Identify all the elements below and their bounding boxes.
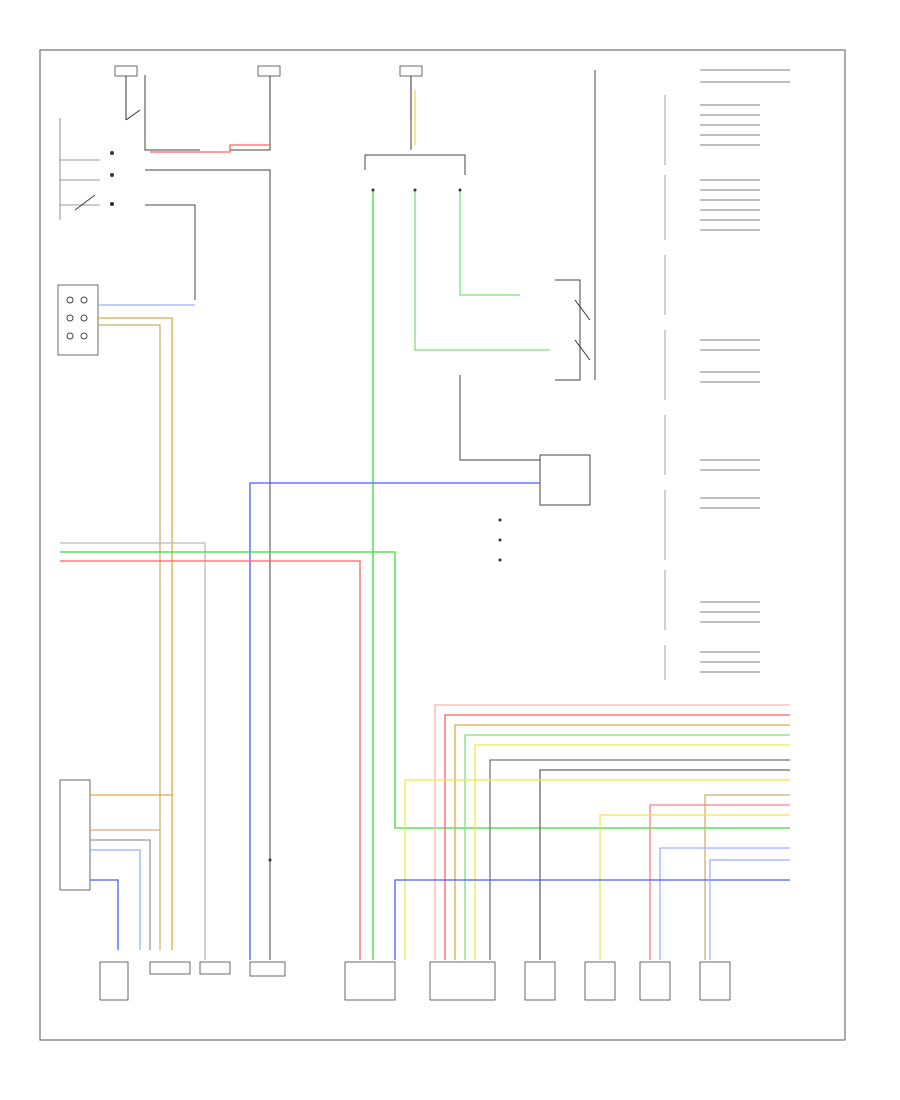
wire-bus-red — [444, 714, 790, 960]
wire-bus-yellow2 — [404, 779, 790, 960]
right-pin-blocks — [700, 69, 790, 673]
wire-bus-orange — [454, 724, 790, 960]
wire-bus-pink — [434, 704, 790, 960]
pin-markers — [268, 188, 502, 862]
wire-red-bus — [60, 560, 361, 960]
wire-blue-2 — [249, 482, 540, 960]
left-connector-upper — [57, 284, 99, 356]
left-switch-module — [59, 118, 114, 220]
wire-bus-gray — [489, 759, 790, 960]
wire-lightgreen-2 — [459, 190, 520, 296]
wire-bus-black — [539, 769, 790, 960]
wire-red-top — [150, 144, 270, 153]
wire-green-bus — [60, 551, 790, 829]
wire-gray-bus — [60, 542, 206, 960]
black-wires — [144, 70, 596, 960]
top-fuse-1 — [114, 65, 141, 121]
wire-lightgreen-1 — [414, 190, 550, 351]
left-lower-connector — [59, 779, 172, 950]
top-fuse-3 — [399, 65, 423, 120]
wire-bus-lgreen — [464, 734, 790, 960]
wire-bus-lblue — [659, 847, 790, 960]
wire-bus-lblue2 — [709, 859, 790, 960]
bottom-connectors — [99, 961, 731, 1001]
top-fuse-2 — [257, 65, 281, 120]
wire-bus-pink2 — [649, 804, 790, 960]
wire-bus-yellow3 — [599, 814, 790, 960]
wire-bus-yellow — [474, 744, 790, 960]
diagram-frame — [39, 49, 846, 1041]
wire-tan-2 — [98, 324, 161, 950]
wire-bus-blue — [394, 879, 790, 960]
wire-tan-1 — [98, 317, 173, 950]
wire-bus-tan — [704, 794, 790, 960]
relay-right — [574, 299, 591, 361]
